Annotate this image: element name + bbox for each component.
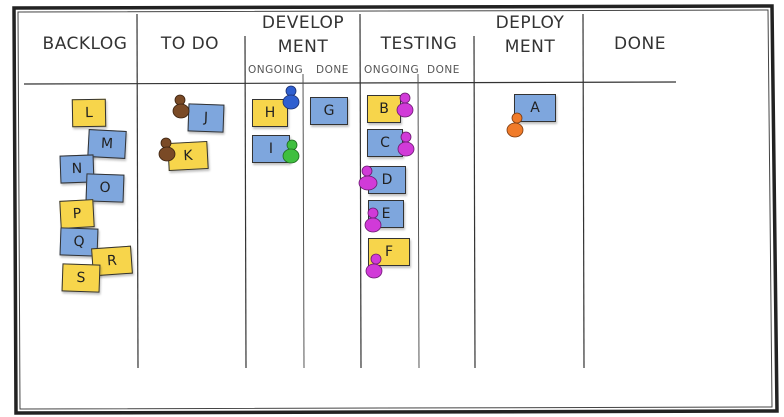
- divider-todo-develop: [244, 35, 247, 369]
- card-L[interactable]: L: [71, 98, 107, 128]
- divider-develop-testing: [359, 13, 362, 369]
- board-border: [12, 4, 779, 415]
- divider-backlog-todo: [136, 13, 139, 369]
- column-header-deploy-line2: MENT: [504, 37, 556, 57]
- card-G[interactable]: G: [310, 97, 348, 125]
- column-header-testing: TESTING: [380, 34, 458, 54]
- board-border-inner: [17, 9, 773, 410]
- card-H[interactable]: H: [252, 99, 288, 127]
- card-I[interactable]: I: [252, 135, 290, 163]
- card-A[interactable]: A: [514, 94, 556, 122]
- card-K[interactable]: K: [167, 140, 209, 172]
- column-header-backlog: BACKLOG: [42, 34, 128, 54]
- card-C[interactable]: C: [367, 129, 403, 157]
- divider-testing-sub: [417, 73, 420, 369]
- column-header-develop-line1: DEVELOP: [261, 13, 345, 33]
- column-header-done: DONE: [614, 34, 666, 54]
- card-B[interactable]: B: [367, 95, 401, 123]
- column-header-develop-line2: MENT: [277, 37, 329, 57]
- card-D[interactable]: D: [368, 166, 406, 194]
- card-P[interactable]: P: [59, 199, 95, 229]
- testing-ongoing-label: ONGOING: [364, 64, 420, 76]
- column-header-todo: TO DO: [160, 34, 220, 54]
- card-J[interactable]: J: [187, 103, 225, 133]
- develop-done-label: DONE: [316, 64, 349, 76]
- card-F[interactable]: F: [368, 238, 410, 266]
- divider-develop-sub: [302, 73, 305, 369]
- column-header-deploy-line1: DEPLOY: [495, 13, 565, 33]
- card-S[interactable]: S: [61, 263, 101, 293]
- card-E[interactable]: E: [368, 200, 404, 228]
- develop-ongoing-label: ONGOING: [248, 64, 304, 76]
- header-divider: [23, 81, 677, 85]
- testing-done-label: DONE: [427, 64, 460, 76]
- divider-testing-deploy: [473, 35, 476, 369]
- divider-deploy-done: [582, 13, 585, 369]
